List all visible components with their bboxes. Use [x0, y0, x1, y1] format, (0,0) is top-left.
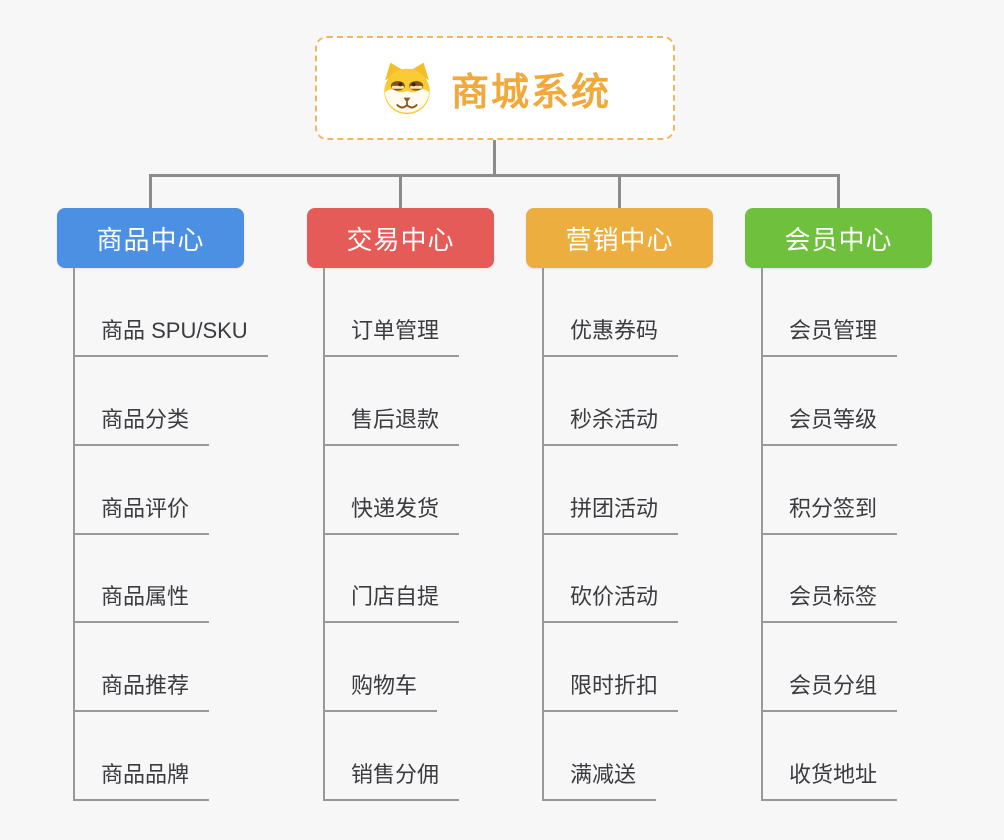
connector-branch-drop [618, 174, 621, 208]
branch-node-2[interactable]: 营销中心 [526, 208, 713, 268]
dog-face-icon [384, 62, 430, 115]
leaf-node[interactable]: 售后退款 [323, 406, 460, 446]
leaf-node[interactable]: 会员管理 [761, 317, 898, 357]
leaf-node[interactable]: 商品分类 [73, 406, 210, 446]
leaf-node[interactable]: 商品评价 [73, 495, 210, 535]
branch-node-0[interactable]: 商品中心 [57, 208, 244, 268]
connector-root-stem [493, 140, 496, 176]
root-node[interactable]: 商城系统 [315, 36, 675, 140]
leaf-node[interactable]: 订单管理 [323, 317, 460, 357]
connector-branch-drop [837, 174, 840, 208]
leaf-node[interactable]: 会员等级 [761, 406, 898, 446]
leaf-node[interactable]: 会员标签 [761, 583, 898, 623]
leaf-node[interactable]: 积分签到 [761, 495, 898, 535]
leaf-node[interactable]: 会员分组 [761, 672, 898, 712]
leaf-node[interactable]: 销售分佣 [323, 761, 460, 801]
leaf-node[interactable]: 收货地址 [761, 761, 898, 801]
leaf-node[interactable]: 门店自提 [323, 583, 460, 623]
branch-node-1[interactable]: 交易中心 [307, 208, 494, 268]
root-title: 商城系统 [450, 71, 611, 114]
leaf-node[interactable]: 拼团活动 [542, 495, 679, 535]
leaf-node[interactable]: 商品 SPU/SKU [73, 317, 268, 357]
leaf-node[interactable]: 商品属性 [73, 583, 210, 623]
leaf-node[interactable]: 砍价活动 [542, 583, 679, 623]
leaf-node[interactable]: 满减送 [542, 761, 657, 801]
leaf-node[interactable]: 快递发货 [323, 495, 460, 535]
leaf-node[interactable]: 商品品牌 [73, 761, 210, 801]
connector-branch-drop [399, 174, 402, 208]
connector-branch-drop [149, 174, 152, 208]
leaf-node[interactable]: 优惠券码 [542, 317, 679, 357]
branch-node-3[interactable]: 会员中心 [745, 208, 932, 268]
leaf-node[interactable]: 购物车 [323, 672, 438, 712]
leaf-node[interactable]: 商品推荐 [73, 672, 210, 712]
leaf-node[interactable]: 限时折扣 [542, 672, 679, 712]
connector-horizontal-rail [149, 174, 840, 177]
leaf-node[interactable]: 秒杀活动 [542, 406, 679, 446]
